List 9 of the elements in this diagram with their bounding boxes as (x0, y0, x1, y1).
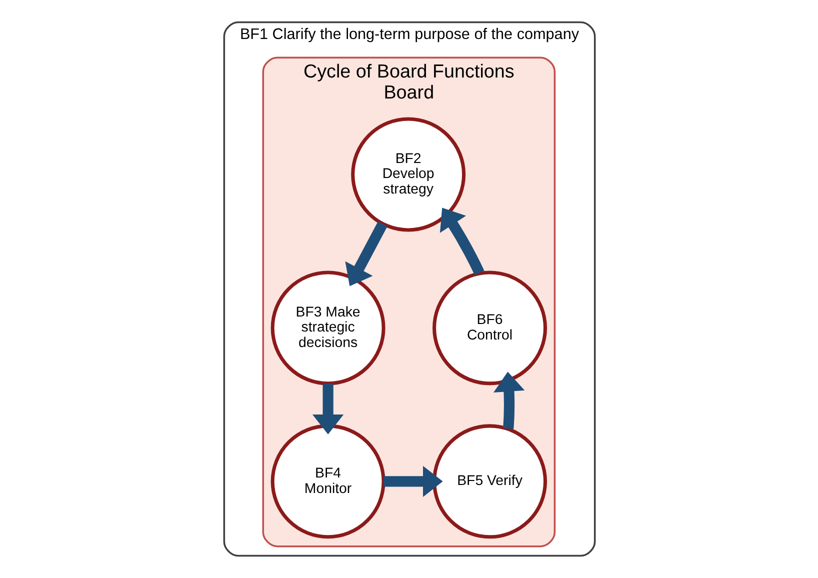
arrow (312, 384, 344, 434)
arrow (439, 208, 484, 276)
arrow (493, 372, 524, 429)
node-circle: BF6 Control (432, 270, 547, 386)
node-circle: BF3 Make strategic decisions (270, 270, 385, 386)
arrow (344, 221, 387, 286)
node-circle: BF4 Monitor (270, 424, 385, 539)
arrow (383, 466, 442, 498)
node-circle: BF5 Verify (432, 424, 547, 539)
